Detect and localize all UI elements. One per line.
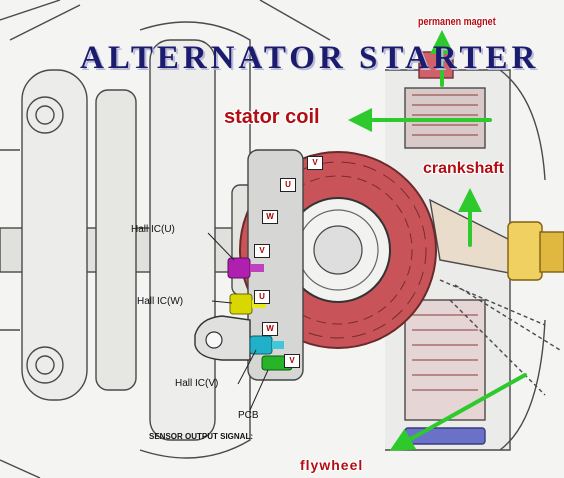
coil-phase-marker: V <box>307 156 323 170</box>
stator-coil-label: stator coil <box>224 106 320 128</box>
hall-ic-u <box>227 257 264 279</box>
stator-coil-assembly <box>194 149 437 381</box>
coil-phase-marker: V <box>284 354 300 368</box>
hall-ic-w <box>229 293 266 315</box>
coil-phase-marker: V <box>254 244 270 258</box>
diagram-title: ALTERNATOR STARTER <box>80 40 540 76</box>
crankshaft-label: crankshaft <box>423 160 504 177</box>
pcb-label: PCB <box>238 410 259 421</box>
coil-phase-marker: U <box>280 178 296 192</box>
hall-ic-v-label: Hall IC(V) <box>175 378 219 389</box>
coil-phase-marker: W <box>262 322 278 336</box>
sensor-output-label: SENSOR OUTPUT SIGNAL: <box>149 432 254 441</box>
coil-phase-marker: W <box>262 210 278 224</box>
leader-lines <box>207 232 269 411</box>
coil-phase-marker: U <box>254 290 270 304</box>
flywheel-label: flywheel <box>300 457 364 473</box>
green-arrows <box>348 30 527 451</box>
hall-ic-u-label: Hall IC(U) <box>131 224 175 235</box>
hall-ic-w-label: Hall IC(W) <box>137 296 184 307</box>
hall-ic-v <box>249 335 284 355</box>
permanent-magnet-label: permanen magnet <box>418 16 496 28</box>
